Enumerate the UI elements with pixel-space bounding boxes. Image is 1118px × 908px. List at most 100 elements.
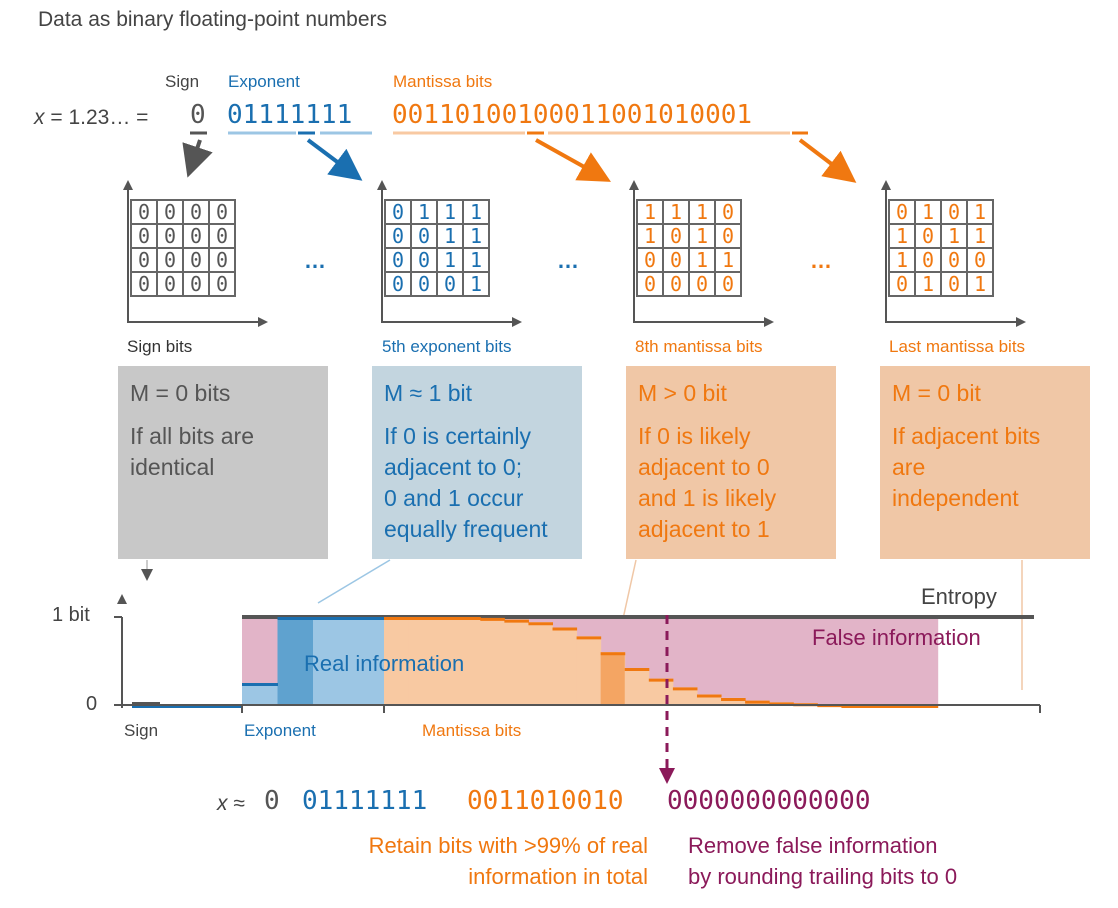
box-line: If 0 is certainly xyxy=(384,423,531,449)
box-line: and 1 is likely xyxy=(638,485,777,511)
remove-line: Remove false information xyxy=(688,833,938,858)
grid-cell: 1 xyxy=(462,223,490,249)
retain-line: information in total xyxy=(468,864,648,889)
entropy-label: Entropy xyxy=(921,584,997,609)
exponent-bitstring: 01111111 xyxy=(227,100,353,130)
mantissa-bitstring: 00110100100011001010001 xyxy=(392,100,753,130)
grid-cell: 1 xyxy=(688,223,716,249)
grid-cell: 1 xyxy=(636,199,664,225)
highlight-exponent-bar xyxy=(277,617,313,705)
grid-cell: 0 xyxy=(130,271,158,297)
false-info-bar xyxy=(576,617,602,637)
grid-cell: 0 xyxy=(714,199,742,225)
caption-mantissa-last: Last mantissa bits xyxy=(889,337,1026,356)
real-info-bar xyxy=(242,683,278,705)
sign-arrow xyxy=(182,139,213,178)
grid-axis-last xyxy=(885,186,1020,323)
box-line: adjacent to 0; xyxy=(384,454,523,480)
grid-cell: 0 xyxy=(182,271,210,297)
grid-cell: 0 xyxy=(662,247,690,273)
grid-cell: 0 xyxy=(130,223,158,249)
false-info-bar xyxy=(913,617,939,705)
y-tick-1: 1 bit xyxy=(52,604,90,626)
false-info-bar xyxy=(841,617,866,705)
grid-cell: 0 xyxy=(662,271,690,297)
grid-cell: 0 xyxy=(888,271,916,297)
result-sign-bits: 0 xyxy=(264,786,280,816)
false-info-bar xyxy=(696,617,722,695)
grid-cell: 0 xyxy=(182,199,210,225)
grid-axis-exp xyxy=(381,186,516,323)
real-info-bar xyxy=(624,668,650,705)
grid-cell: 1 xyxy=(662,199,690,225)
grid-cell: 1 xyxy=(888,247,916,273)
caption-sign: Sign bits xyxy=(127,337,193,356)
grid-cell: 0 xyxy=(130,247,158,273)
caption-mantissa-8th: 8th mantissa bits xyxy=(635,337,763,356)
highlight-mantissa-bar xyxy=(600,652,625,705)
ellipsis-2: … xyxy=(557,248,580,273)
false-info-bar xyxy=(600,617,626,653)
box-mantissa-last: M = 0 bit If adjacent bits are independe… xyxy=(880,366,1090,559)
box-line: If all bits are xyxy=(130,423,254,449)
grid-cell: 1 xyxy=(888,223,916,249)
grid-cell: 0 xyxy=(410,271,438,297)
result-kept-mantissa: 0011010010 xyxy=(467,786,624,816)
grid-cell: 0 xyxy=(384,223,412,249)
real-info-bar xyxy=(384,617,409,705)
box-exponent: M ≈ 1 bit If 0 is certainly adjacent to … xyxy=(372,366,582,559)
false-info-label: False information xyxy=(812,625,981,650)
result-approx: ≈ xyxy=(233,792,245,815)
grid-cell: 1 xyxy=(940,223,968,249)
result-x-label: x ≈ xyxy=(217,792,245,815)
grid-cell: 0 xyxy=(940,199,968,225)
mantissa-arrow-last xyxy=(798,138,857,183)
grid-cell: 1 xyxy=(462,199,490,225)
grid-cell: 1 xyxy=(462,247,490,273)
false-info-bar xyxy=(817,617,842,705)
grid-cell: 1 xyxy=(436,223,464,249)
box-line: If 0 is likely xyxy=(638,423,751,449)
grid-cell: 0 xyxy=(662,223,690,249)
grid-cell: 0 xyxy=(156,271,184,297)
grid-cell: 1 xyxy=(688,199,716,225)
grid-cell: 0 xyxy=(156,199,184,225)
false-info-bar xyxy=(528,617,554,623)
real-info-bar xyxy=(576,636,602,705)
grid-cell: 0 xyxy=(156,223,184,249)
result-zero-mantissa: 0000000000000 xyxy=(667,786,871,816)
false-info-bar xyxy=(889,617,915,705)
grid-cell: 0 xyxy=(436,271,464,297)
grid-cell: 0 xyxy=(914,247,942,273)
box-sign-head: M = 0 bits xyxy=(130,380,231,406)
y-axis-arrow xyxy=(117,594,127,604)
box-mantissa-last-head: M = 0 bit xyxy=(892,380,981,406)
grid-cell: 0 xyxy=(636,247,664,273)
false-info-bar xyxy=(672,617,698,688)
real-info-bar xyxy=(432,617,457,705)
grid-cell: 0 xyxy=(940,271,968,297)
x-equals-label: x = 1.23… = xyxy=(34,106,149,129)
grid-axis-mant8 xyxy=(633,186,768,323)
real-info-bar xyxy=(456,617,481,705)
mantissa-arrow-8th xyxy=(535,138,611,182)
real-info-bar xyxy=(721,697,746,705)
grid-cell: 0 xyxy=(156,247,184,273)
box-line: adjacent to 1 xyxy=(638,516,770,542)
result-exponent-bits: 01111111 xyxy=(302,786,428,816)
grid-cell: 0 xyxy=(208,199,236,225)
grid-cell: 0 xyxy=(410,223,438,249)
ellipsis-1: … xyxy=(304,248,327,273)
grid-cell: 0 xyxy=(130,199,158,225)
false-info-bar xyxy=(242,617,278,683)
ellipsis-3: … xyxy=(810,248,833,273)
remove-line: by rounding trailing bits to 0 xyxy=(688,864,958,889)
grid-cell: 0 xyxy=(888,199,916,225)
x-group-mantissa: Mantissa bits xyxy=(422,721,522,740)
grid-axis-sign xyxy=(127,186,262,323)
box-line: independent xyxy=(892,485,1019,511)
grid-cell: 1 xyxy=(966,223,994,249)
